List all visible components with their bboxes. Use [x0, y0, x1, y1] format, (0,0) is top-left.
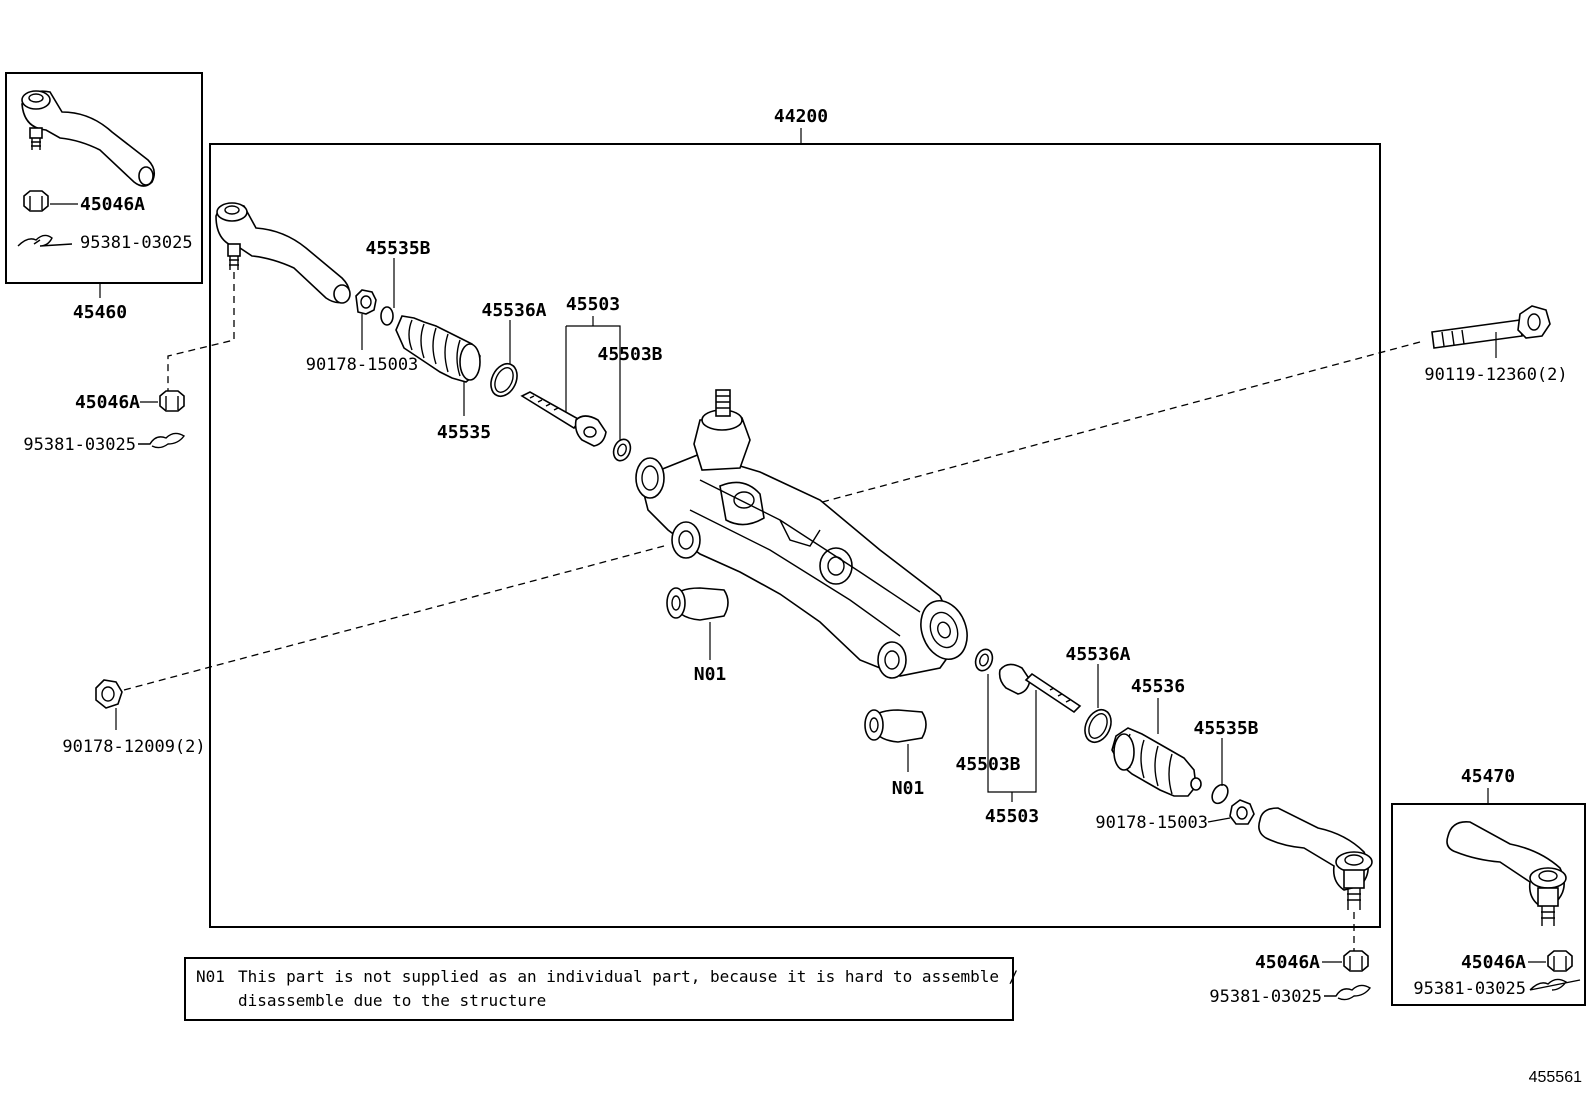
label-45535-left[interactable]: 45535 [437, 422, 491, 443]
label-45046a-inset-left[interactable]: 45046A [80, 194, 145, 215]
rack-end-left[interactable] [520, 391, 607, 447]
label-n01-upper[interactable]: N01 [694, 664, 727, 685]
label-45460[interactable]: 45460 [73, 302, 127, 323]
boot-clamp-b-left[interactable] [380, 306, 394, 326]
label-90119[interactable]: 90119-12360(2) [1424, 365, 1567, 385]
boot-clamp-b-right[interactable] [1209, 782, 1231, 806]
label-45535b-left[interactable]: 45535B [365, 238, 430, 259]
boot-clamp-a-left[interactable] [486, 360, 522, 401]
label-95381-right[interactable]: 95381-03025 [1209, 987, 1322, 1007]
label-95381-inset-left[interactable]: 95381-03025 [80, 233, 193, 253]
label-95381-left[interactable]: 95381-03025 [23, 435, 136, 455]
label-45536a-right[interactable]: 45536A [1065, 644, 1130, 665]
boot-left[interactable] [395, 315, 481, 383]
bushing-lower[interactable] [864, 709, 927, 743]
label-45046a-right[interactable]: 45046A [1255, 952, 1320, 973]
label-45503-right[interactable]: 45503 [985, 806, 1039, 827]
bushing-upper[interactable] [666, 587, 729, 621]
figure-id: 455561 [1529, 1069, 1582, 1086]
washer-right[interactable] [973, 647, 996, 673]
note-line-1: This part is not supplied as an individu… [238, 967, 1018, 986]
label-main-assembly[interactable]: 44200 [774, 106, 828, 127]
label-45470[interactable]: 45470 [1461, 766, 1515, 787]
cotter-pin-inset-right[interactable] [1529, 978, 1581, 991]
nut-left[interactable] [355, 289, 377, 315]
note-line-2: disassemble due to the structure [238, 991, 546, 1010]
steering-gear-housing[interactable] [635, 389, 975, 679]
label-90178-12009[interactable]: 90178-12009(2) [62, 737, 205, 757]
label-45503b-left[interactable]: 45503B [597, 344, 662, 365]
label-90178-15003-right[interactable]: 90178-15003 [1095, 813, 1208, 833]
tie-rod-end-inset-left[interactable] [21, 90, 156, 187]
label-95381-inset-right[interactable]: 95381-03025 [1413, 979, 1526, 999]
label-45536-right[interactable]: 45536 [1131, 676, 1185, 697]
cotter-pin-right[interactable] [1324, 984, 1372, 1001]
inset-left-box [5, 72, 203, 284]
rack-end-right[interactable] [998, 663, 1082, 714]
note-box [184, 957, 1014, 1021]
bolt-90119[interactable] [1431, 305, 1551, 349]
nut-a-left[interactable] [159, 390, 185, 412]
label-45536a-left[interactable]: 45536A [481, 300, 546, 321]
label-45503-left[interactable]: 45503 [566, 294, 620, 315]
label-45046a-left[interactable]: 45046A [75, 392, 140, 413]
nut-inset-right[interactable] [1547, 950, 1573, 972]
boot-right[interactable] [1111, 727, 1202, 797]
tie-rod-end-right[interactable] [1258, 807, 1373, 910]
mount-nut-90178-12009[interactable] [95, 679, 123, 709]
tie-rod-end-inset-right[interactable] [1446, 820, 1567, 926]
note-code: N01 [196, 967, 225, 986]
nut-inset-left[interactable] [23, 190, 49, 212]
assembly-frame [209, 143, 1381, 928]
tie-rod-end-left[interactable] [215, 202, 351, 304]
label-n01-lower[interactable]: N01 [892, 778, 925, 799]
cotter-pin-inset-left[interactable] [17, 234, 73, 247]
cotter-pin-left[interactable] [138, 432, 186, 449]
nut-right[interactable] [1229, 799, 1255, 825]
nut-a-right[interactable] [1343, 950, 1369, 972]
label-90178-15003-left[interactable]: 90178-15003 [306, 355, 419, 375]
label-45535b-right[interactable]: 45535B [1193, 718, 1258, 739]
label-45503b-right[interactable]: 45503B [955, 754, 1020, 775]
label-45046a-inset-right[interactable]: 45046A [1461, 952, 1526, 973]
boot-clamp-a-right[interactable] [1080, 706, 1116, 747]
washer-left[interactable] [611, 437, 634, 463]
